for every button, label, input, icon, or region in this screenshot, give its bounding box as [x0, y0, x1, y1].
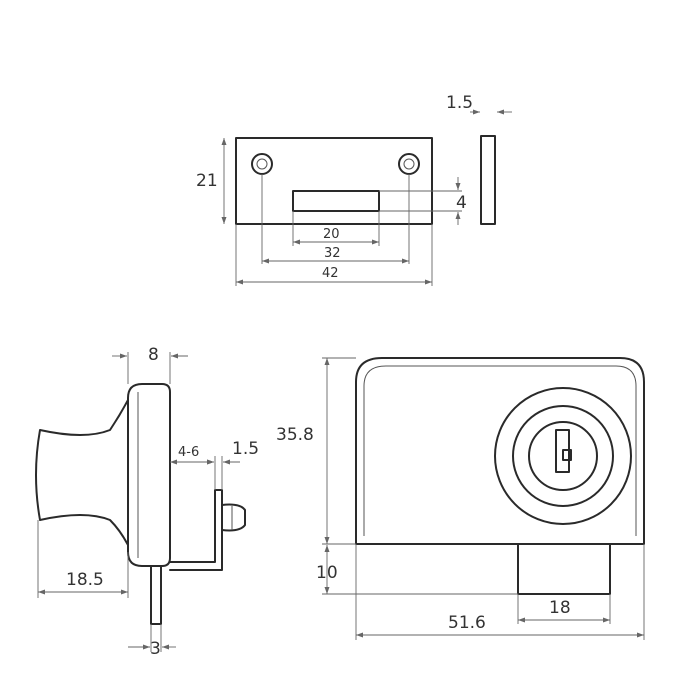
dim-housing-height: 35.8	[276, 425, 314, 445]
lock-housing-outline	[355, 357, 645, 545]
dim-pin-width: 3	[150, 639, 161, 659]
bolt-block	[517, 543, 611, 595]
dim-body-depth: 8	[148, 345, 159, 365]
front-view: 35.8 10 18 51.6	[276, 357, 645, 640]
dim-bracket-thickness: 1.5	[232, 439, 259, 459]
lock-body-side	[127, 383, 171, 567]
strike-plate-side	[480, 135, 496, 225]
dim-hole-spacing: 32	[324, 246, 341, 261]
keyhole-notch	[562, 449, 572, 461]
strike-plate-outline	[235, 137, 433, 225]
knob-outline	[35, 399, 129, 546]
dim-slot-height: 4	[456, 193, 467, 213]
dim-bolt-width: 18	[549, 598, 571, 618]
latch-pin	[150, 565, 162, 625]
side-view: 8 4-6 1.5 18.5 3	[35, 345, 259, 659]
dim-slot-width: 20	[323, 227, 340, 242]
strike-plate-view: 21 1.5 4 20 32 42	[196, 93, 512, 286]
right-screw-hole	[398, 153, 420, 175]
dim-plate-width: 42	[322, 266, 339, 281]
dim-bolt-height: 10	[316, 563, 338, 583]
dim-plate-thickness: 1.5	[446, 93, 473, 113]
dim-plate-height: 21	[196, 171, 218, 191]
mounting-bracket	[169, 489, 223, 571]
left-screw-hole	[251, 153, 273, 175]
dim-glass-thickness: 4-6	[178, 445, 199, 460]
key-cylinder	[494, 387, 632, 525]
strike-slot	[292, 190, 380, 212]
dim-knob-length: 18.5	[66, 570, 104, 590]
dim-housing-width: 51.6	[448, 613, 486, 633]
lock-housing-inner	[363, 365, 637, 536]
bolt-pin	[221, 503, 246, 532]
